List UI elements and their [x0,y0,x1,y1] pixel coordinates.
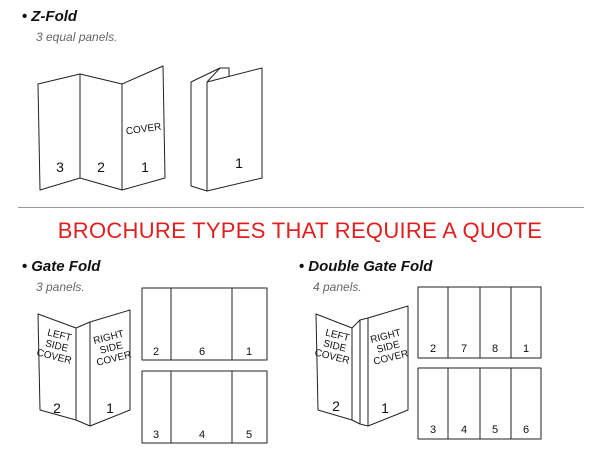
bullet-icon: • [22,8,28,25]
dgate-top-panel-1: 2 [430,343,436,355]
gate-right-number: 1 [106,400,114,416]
z-panel-3-number: 3 [56,159,64,175]
gate-top-panel-3: 1 [246,346,252,358]
double-gate-fold-heading: •Double Gate Fold [299,258,432,275]
section-divider [18,207,584,208]
quote-banner: BROCHURE TYPES THAT REQUIRE A QUOTE [57,218,543,243]
gate-fold-bottom-sheet [141,370,268,444]
dgate-left-number: 2 [332,398,340,414]
double-gate-fold-subtitle: 4 panels. [313,280,362,294]
gate-left-number: 2 [53,400,61,416]
dgate-top-panel-3: 8 [492,343,498,355]
gate-fold-title: Gate Fold [31,258,101,275]
double-gate-fold-title: Double Gate Fold [308,258,433,275]
z-cover-label: COVER [125,122,162,138]
z-fold-title: Z-Fold [31,8,78,25]
z-panel-2-number: 2 [97,159,105,175]
dgate-top-panel-4: 1 [523,343,529,355]
gate-fold-subtitle: 3 panels. [36,280,85,294]
gate-fold-heading: •Gate Fold [22,258,100,275]
z-fold-folded-diagram [190,67,263,192]
gate-top-panel-1: 2 [153,346,159,358]
gate-bottom-panel-3: 5 [246,429,252,441]
double-gate-fold-brochure-diagram [315,305,409,427]
double-gate-bottom-sheet [417,367,542,440]
gate-bottom-panel-1: 3 [153,429,159,441]
z-fold-subtitle: 3 equal panels. [36,30,118,44]
dgate-bottom-panel-1: 3 [430,424,436,436]
gate-fold-top-sheet [141,287,268,361]
z-folded-number: 1 [235,155,243,171]
dgate-bottom-panel-4: 6 [523,424,529,436]
dgate-bottom-panel-2: 4 [461,424,467,436]
gate-fold-brochure-diagram [37,309,131,427]
bullet-icon: • [299,258,305,275]
dgate-right-number: 1 [381,400,389,416]
dgate-bottom-panel-3: 5 [492,424,498,436]
double-gate-top-sheet [417,286,542,359]
z-fold-open-diagram [37,65,166,191]
gate-top-panel-2: 6 [199,346,205,358]
z-panel-1-number: 1 [141,159,149,175]
z-fold-heading: •Z-Fold [22,8,77,25]
dgate-top-panel-2: 7 [461,343,467,355]
bullet-icon: • [22,258,28,275]
gate-bottom-panel-2: 4 [199,429,205,441]
